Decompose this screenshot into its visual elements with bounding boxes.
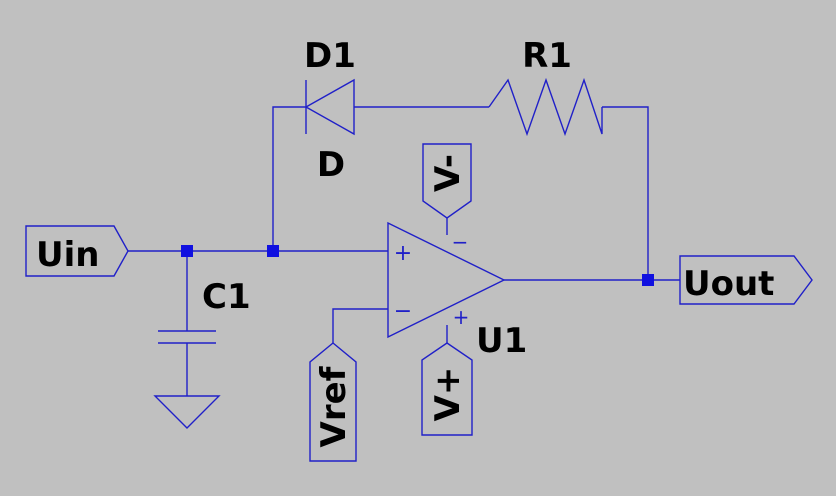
diode-ref-label: D1 (304, 36, 356, 76)
diode-value-label: D (317, 145, 345, 185)
junction-dot-feedback (267, 245, 279, 257)
opamp-plus-supply-sign: + (453, 305, 470, 329)
port-uout: Uout (679, 255, 813, 305)
wire-vref (332, 308, 388, 343)
port-vplus-label: V+ (428, 367, 468, 422)
port-vminus-label: V- (428, 154, 468, 192)
opamp-minus-input-sign: − (394, 299, 412, 324)
port-vplus: V+ (421, 342, 473, 436)
resistor-ref-label: R1 (522, 36, 572, 76)
wire-feedback-left (272, 106, 306, 251)
opamp-ref-label: U1 (476, 321, 527, 361)
junction-dot-output (642, 274, 654, 286)
port-vminus: V- (422, 143, 472, 219)
diode-d1 (304, 78, 355, 136)
port-vref-label: Vref (314, 365, 354, 447)
ground-icon (153, 395, 221, 429)
opamp-minus-supply-sign: − (452, 230, 469, 254)
opamp-plus-input-sign: + (394, 241, 412, 266)
opamp-u1 (387, 221, 506, 339)
resistor-r1 (488, 77, 603, 137)
port-uout-label: Uout (683, 264, 774, 304)
junction-dot-input (181, 245, 193, 257)
capacitor-ref-label: C1 (202, 277, 251, 317)
wire-feedback-right (602, 106, 649, 280)
port-uin-label: Uin (36, 235, 99, 275)
port-vref: Vref (309, 342, 357, 462)
capacitor-c1 (158, 330, 216, 344)
port-uin: Uin (25, 225, 129, 277)
